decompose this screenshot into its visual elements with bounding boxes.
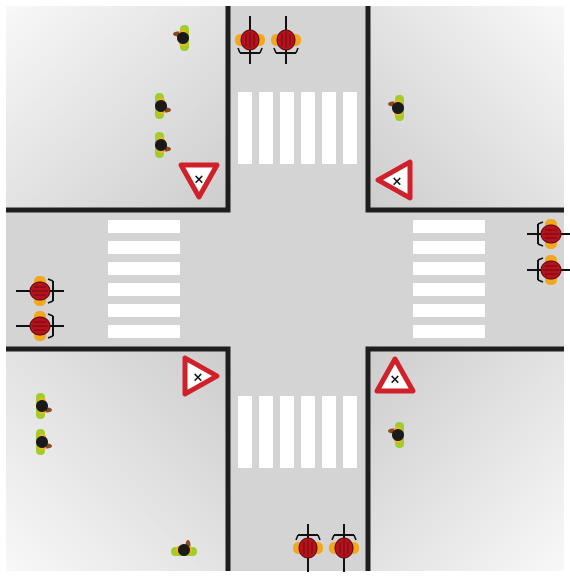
yield-sign-triangle bbox=[375, 159, 413, 201]
crosswalk-north-stripe bbox=[343, 92, 357, 164]
cyclist-helmet-vents bbox=[543, 265, 559, 275]
cyclist-helmet-vents bbox=[543, 229, 559, 239]
cyclist-grips bbox=[273, 47, 299, 54]
crosswalk-west-stripe bbox=[108, 220, 180, 233]
pedestrian-p8 bbox=[388, 422, 404, 448]
yield-sign-symbol: × bbox=[193, 371, 204, 386]
crosswalk-north-stripe bbox=[301, 92, 315, 164]
cyclist-c1 bbox=[235, 16, 265, 64]
cyclist-c5 bbox=[16, 276, 64, 306]
crosswalk-east-stripe bbox=[413, 304, 485, 317]
crosswalk-west-stripe bbox=[108, 283, 180, 296]
cyclist-helmet-vents bbox=[32, 321, 48, 331]
yield-sign-sw: × bbox=[182, 355, 220, 397]
pedestrian-p6 bbox=[36, 429, 52, 455]
cyclist-c6 bbox=[16, 311, 64, 341]
crosswalk-south-stripe bbox=[322, 396, 336, 468]
pedestrian-head bbox=[392, 429, 404, 441]
road-markings-layer bbox=[108, 92, 485, 468]
pedestrian-p7 bbox=[171, 540, 197, 556]
pedestrian-head bbox=[178, 544, 190, 556]
crosswalk-north-stripe bbox=[259, 92, 273, 164]
yield-sign-se: × bbox=[374, 356, 416, 394]
yield-sign-triangle bbox=[182, 355, 220, 397]
pedestrian-head bbox=[177, 32, 189, 44]
cyclist-c2 bbox=[271, 16, 301, 64]
crosswalk-west-stripe bbox=[108, 325, 180, 338]
cyclist-helmet-vents bbox=[245, 32, 255, 48]
curb-south-west bbox=[6, 346, 231, 571]
yield-sign-symbol: × bbox=[194, 173, 205, 188]
cyclist-helmet-vents bbox=[32, 286, 48, 296]
pedestrian-p1 bbox=[173, 25, 189, 51]
pedestrian-p5 bbox=[36, 393, 52, 419]
pedestrian-head bbox=[155, 100, 167, 112]
pedestrian-head bbox=[392, 102, 404, 114]
crosswalk-south-stripe bbox=[301, 396, 315, 468]
crosswalk-west-stripe bbox=[108, 304, 180, 317]
cyclist-c7 bbox=[527, 219, 570, 249]
curb-north-east bbox=[365, 6, 564, 213]
curb-south-east bbox=[365, 346, 564, 571]
crosswalk-south-stripe bbox=[238, 396, 252, 468]
yield-sign-nw: × bbox=[178, 162, 220, 200]
pedestrian-head bbox=[36, 400, 48, 412]
cyclist-c3 bbox=[293, 524, 323, 572]
cyclist-grips bbox=[47, 278, 54, 304]
cyclist-helmet-vents bbox=[303, 540, 313, 556]
crosswalk-east-stripe bbox=[413, 241, 485, 254]
cyclist-grips bbox=[537, 257, 544, 283]
crosswalk-south-stripe bbox=[280, 396, 294, 468]
cyclist-grips bbox=[295, 534, 321, 541]
pedestrian-p4 bbox=[388, 95, 404, 121]
cyclist-helmet-vents bbox=[339, 540, 349, 556]
curb-north-west bbox=[6, 6, 231, 213]
cyclist-grips bbox=[47, 313, 54, 339]
yield-sign-triangle bbox=[374, 356, 416, 394]
crosswalk-east-stripe bbox=[413, 220, 485, 233]
cyclist-grips bbox=[237, 47, 263, 54]
crosswalk-south-stripe bbox=[343, 396, 357, 468]
pedestrian-p3 bbox=[155, 132, 171, 158]
pedestrian-head bbox=[36, 436, 48, 448]
yield-sign-triangle bbox=[178, 162, 220, 200]
crosswalk-east-stripe bbox=[413, 283, 485, 296]
cyclist-grips bbox=[331, 534, 357, 541]
crosswalk-west-stripe bbox=[108, 241, 180, 254]
cyclist-c4 bbox=[329, 524, 359, 572]
people-layer bbox=[16, 16, 570, 572]
signs-layer: × × × × bbox=[178, 159, 416, 397]
crosswalk-east-stripe bbox=[413, 262, 485, 275]
crosswalk-north-stripe bbox=[238, 92, 252, 164]
crosswalk-west-stripe bbox=[108, 262, 180, 275]
yield-sign-ne: × bbox=[375, 159, 413, 201]
pedestrian-p2 bbox=[155, 93, 171, 119]
yield-sign-symbol: × bbox=[390, 373, 401, 388]
yield-sign-symbol: × bbox=[392, 175, 403, 190]
cyclist-grips bbox=[537, 221, 544, 247]
crosswalk-north-stripe bbox=[322, 92, 336, 164]
crosswalk-south-stripe bbox=[259, 396, 273, 468]
crosswalk-north-stripe bbox=[280, 92, 294, 164]
pedestrian-head bbox=[155, 139, 167, 151]
cyclist-helmet-vents bbox=[281, 32, 291, 48]
crosswalk-east-stripe bbox=[413, 325, 485, 338]
cyclist-c8 bbox=[527, 255, 570, 285]
